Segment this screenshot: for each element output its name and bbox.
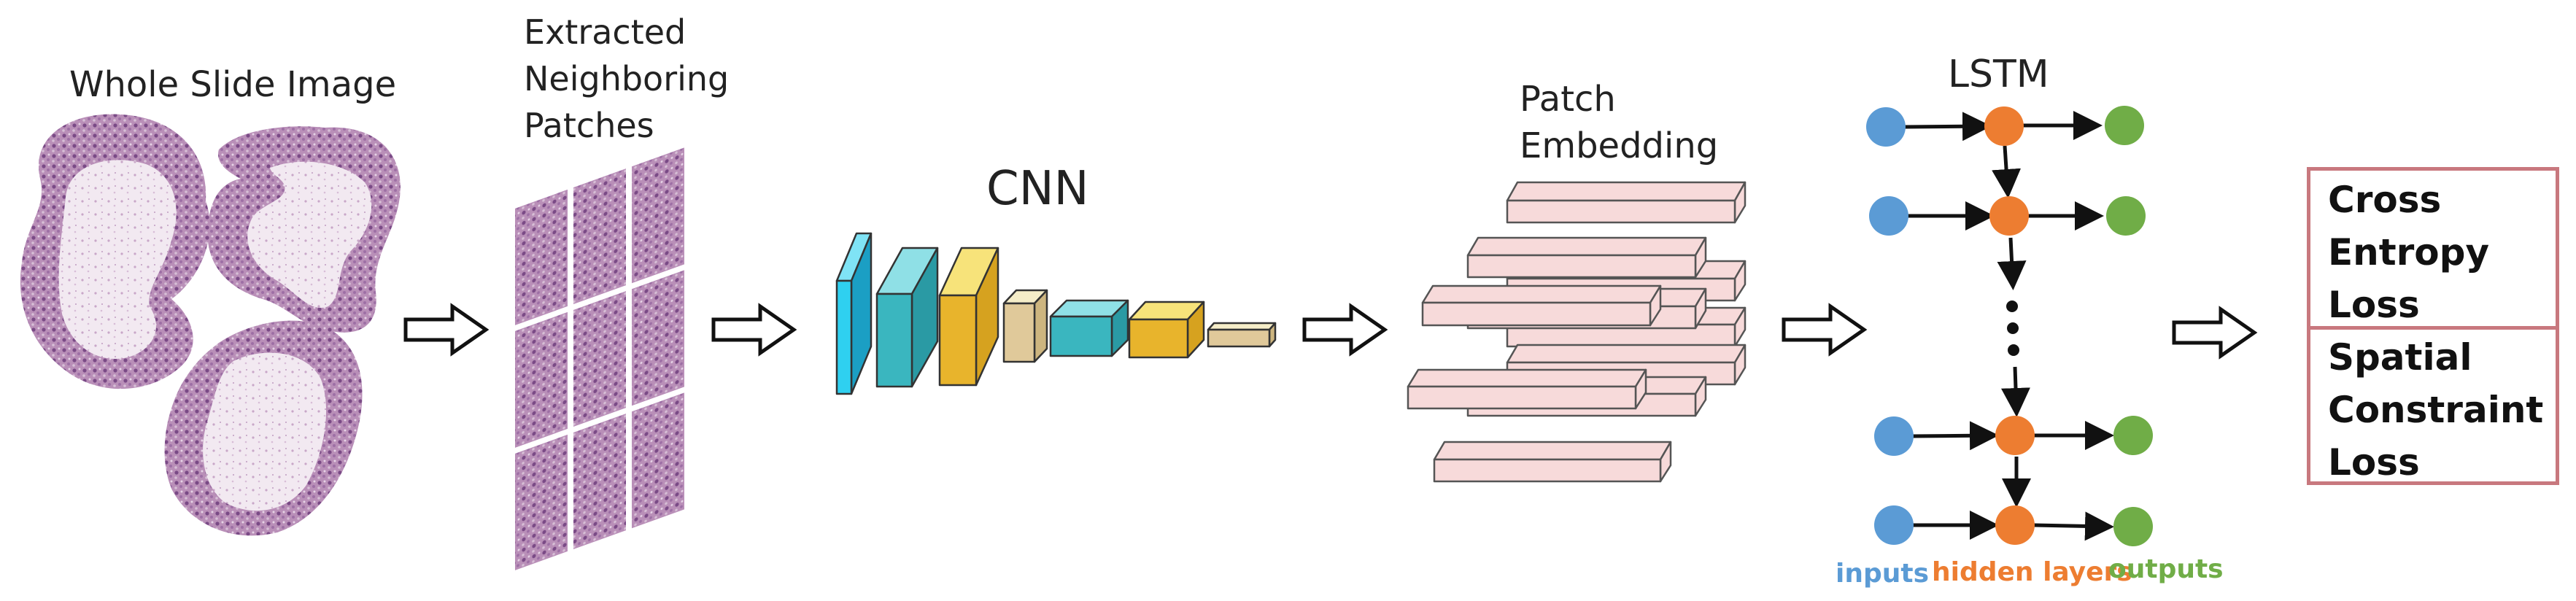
- spatial-constraint-loss: Spatial Constraint Loss: [2310, 330, 2556, 485]
- cnn-layer-3: [938, 247, 999, 387]
- wsi-label: Whole Slide Image: [69, 64, 397, 105]
- patch-9: [632, 392, 684, 529]
- lstm-input-node-3: [1874, 416, 1914, 456]
- ellipsis-dot-2: [2007, 322, 2019, 334]
- lstm-output-node-2: [2106, 196, 2146, 236]
- embedding-bar-3: [1466, 236, 1707, 279]
- cnn-label: CNN: [986, 162, 1089, 216]
- patch-3: [632, 147, 684, 284]
- embedding-bar-10: [1433, 441, 1672, 483]
- flow-arrow-1: [403, 303, 490, 357]
- patch-6: [632, 270, 684, 406]
- lstm-input-node-2: [1869, 196, 1908, 236]
- lstm-hidden-node-1: [1984, 106, 2024, 146]
- cnn-layer-2: [875, 247, 939, 388]
- patch-2: [573, 168, 626, 305]
- patch-5: [573, 291, 626, 427]
- flow-arrow-3: [1302, 303, 1388, 357]
- legend-inputs: inputs: [1836, 559, 1930, 589]
- embedding-bar-9: [1407, 368, 1647, 410]
- lstm-hidden-node-3: [1995, 416, 2035, 455]
- cnn-layer-5: [1049, 299, 1129, 357]
- lstm-output-node-3: [2113, 416, 2153, 455]
- cross-entropy-line-3: Loss: [2328, 284, 2420, 326]
- patch-7: [515, 434, 568, 570]
- spatial-line-1: Spatial: [2328, 336, 2472, 379]
- cnn-layer-4: [1002, 289, 1048, 363]
- patch-embeddings: [1407, 181, 1747, 483]
- embedding-bar-6: [1421, 284, 1662, 327]
- cross-entropy-line-2: Entropy: [2328, 231, 2490, 274]
- cnn-blocks: [835, 232, 1277, 395]
- cross-entropy-line-1: Cross: [2328, 179, 2442, 221]
- lstm-input-node-1: [1866, 107, 1906, 147]
- lstm-label: LSTM: [1948, 53, 2049, 96]
- patches-label-line-1: Extracted: [524, 12, 686, 52]
- whole-slide-image: [20, 114, 401, 536]
- patch-8: [573, 414, 626, 550]
- legend-outputs: outputs: [2108, 554, 2224, 584]
- cnn-layer-7: [1207, 322, 1277, 348]
- spatial-line-3: Loss: [2328, 441, 2420, 484]
- patches-label: Extracted Neighboring Patches: [524, 9, 729, 149]
- flow-arrow-4: [1782, 303, 1868, 357]
- patch-grid: [515, 147, 684, 570]
- ellipsis-dot-3: [2008, 344, 2019, 356]
- flow-arrow-5: [2172, 306, 2258, 360]
- embedding-bar-1: [1506, 181, 1747, 224]
- patch-4: [515, 311, 568, 448]
- embedding-label-line-2: Embedding: [1520, 125, 1719, 166]
- patch-1: [515, 189, 568, 325]
- lstm-network: [1866, 106, 2153, 546]
- lstm-output-node-4: [2113, 507, 2153, 546]
- lstm-input-node-4: [1874, 505, 1914, 545]
- patches-label-line-2: Neighboring: [524, 59, 730, 98]
- cnn-layer-6: [1128, 300, 1205, 359]
- ellipsis-dot-1: [2006, 300, 2018, 312]
- lstm-hidden-node-2: [1989, 196, 2029, 236]
- lstm-output-node-1: [2105, 106, 2144, 145]
- embedding-label-line-1: Patch: [1520, 79, 1616, 120]
- embedding-label: Patch Embedding: [1520, 76, 1718, 169]
- patches-label-line-3: Patches: [524, 106, 654, 145]
- spatial-line-2: Constraint: [2328, 389, 2544, 431]
- flow-arrow-2: [711, 303, 797, 357]
- cnn-layer-1: [835, 232, 873, 395]
- legend-hidden-layers: hidden layers: [1932, 557, 2132, 587]
- loss-box: Cross Entropy Loss Spatial Constraint Lo…: [2307, 167, 2559, 485]
- cross-entropy-loss: Cross Entropy Loss: [2310, 171, 2556, 330]
- lstm-hidden-node-4: [1995, 505, 2035, 545]
